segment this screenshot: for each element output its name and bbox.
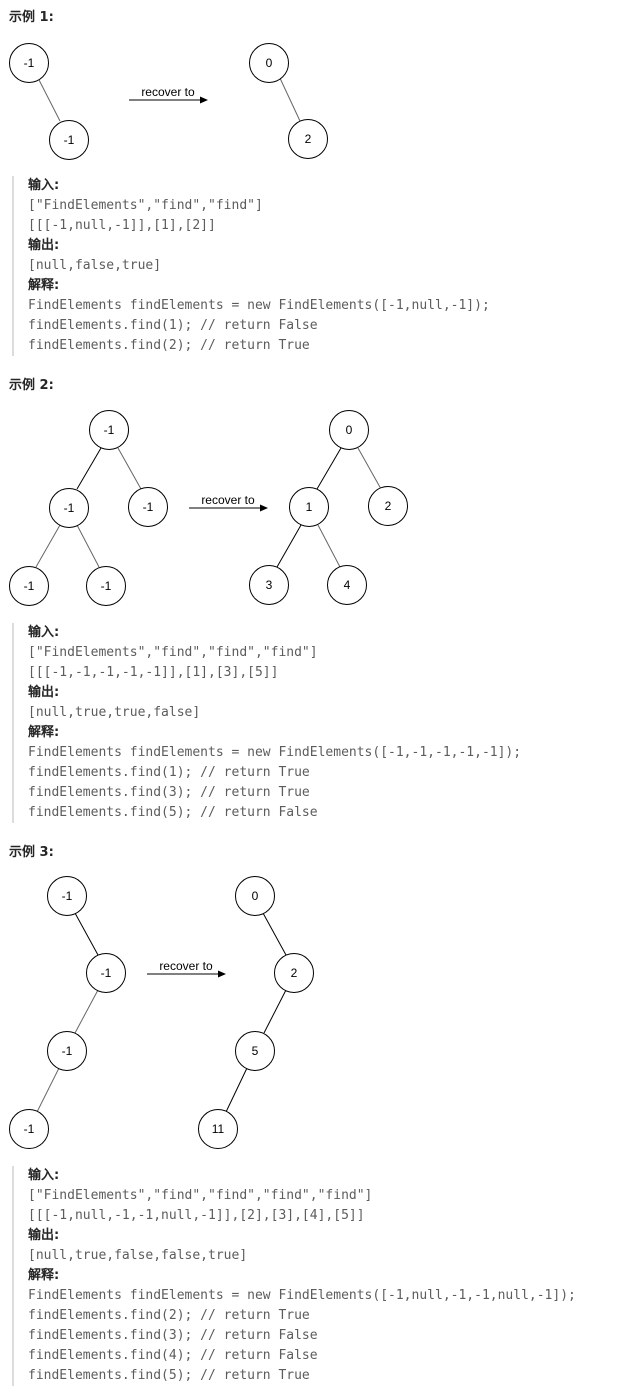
input-label: 输入:: [28, 625, 60, 640]
tree-node-label: 3: [266, 578, 273, 592]
input-label: 输入:: [28, 1168, 60, 1183]
explain-line: FindElements findElements = new FindElem…: [28, 298, 490, 313]
tree-node-label: -1: [62, 889, 73, 903]
explain-line: findElements.find(2); // return True: [28, 1308, 310, 1323]
explain-line: findElements.find(5); // return True: [28, 1368, 310, 1383]
input-line: ["FindElements","find","find","find"]: [28, 645, 318, 660]
explain-line: findElements.find(1); // return True: [28, 765, 310, 780]
output-line: [null,false,true]: [28, 258, 162, 273]
explain-label: 解释:: [28, 1268, 60, 1283]
tree-node-label: 0: [266, 56, 273, 70]
explain-label: 解释:: [28, 278, 60, 293]
tree-node-label: -1: [143, 500, 154, 514]
tree-node-label: 2: [385, 499, 392, 513]
example-3-heading: 示例 3:: [9, 845, 54, 860]
tree-node-label: 0: [346, 423, 353, 437]
explain-line: findElements.find(3); // return True: [28, 785, 310, 800]
input-line: [[[-1,-1,-1,-1,-1]],[1],[3],[5]]: [28, 665, 279, 680]
output-line: [null,true,true,false]: [28, 705, 201, 720]
tree-node-label: 0: [252, 889, 259, 903]
output-label: 输出:: [28, 685, 60, 700]
tree-node-label: 11: [212, 1122, 225, 1136]
explain-label: 解释:: [28, 725, 60, 740]
example-2-code-block: 输入: ["FindElements","find","find","find"…: [12, 623, 521, 823]
tree-node-label: -1: [64, 133, 75, 147]
example-2-heading: 示例 2:: [9, 378, 54, 393]
example-3-diagram: -1 -1 -1 -1 0 2 5 11 recover to: [9, 876, 314, 1149]
explain-line: findElements.find(3); // return False: [28, 1328, 318, 1343]
arrow-right-icon: [260, 504, 268, 512]
input-line: [[[-1,null,-1,-1,null,-1]],[2],[3],[4],[…: [28, 1208, 365, 1223]
tree-node-label: -1: [101, 579, 112, 593]
input-line: ["FindElements","find","find","find","fi…: [28, 1188, 373, 1203]
explain-line: FindElements findElements = new FindElem…: [28, 745, 522, 760]
input-line: ["FindElements","find","find"]: [28, 198, 263, 213]
explain-line: findElements.find(2); // return True: [28, 338, 310, 353]
recover-label: recover to: [159, 959, 213, 973]
recover-label: recover to: [201, 493, 255, 507]
example-1-diagram: -1 -1 0 2 recover to: [9, 43, 328, 160]
tree-node-label: -1: [64, 501, 75, 515]
tree-node-label: 1: [306, 500, 313, 514]
input-line: [[[-1,null,-1]],[1],[2]]: [28, 218, 216, 233]
tree-node-label: -1: [104, 423, 115, 437]
recover-label: recover to: [141, 85, 195, 99]
tree-node-label: 4: [344, 578, 351, 592]
output-line: [null,true,false,false,true]: [28, 1248, 248, 1263]
tree-node-label: -1: [62, 1044, 73, 1058]
tree-node-label: -1: [24, 1122, 35, 1136]
tree-node-label: -1: [24, 579, 35, 593]
tree-node-label: 2: [305, 132, 312, 146]
arrow-right-icon: [218, 970, 226, 978]
output-label: 输出:: [28, 1228, 60, 1243]
explain-line: findElements.find(5); // return False: [28, 805, 318, 820]
explain-line: FindElements findElements = new FindElem…: [28, 1288, 576, 1303]
explain-line: findElements.find(4); // return False: [28, 1348, 318, 1363]
tree-node-label: 2: [291, 966, 298, 980]
tree-node-label: -1: [24, 56, 35, 70]
input-label: 输入:: [28, 178, 60, 193]
tree-node-label: -1: [101, 966, 112, 980]
example-2-diagram: -1 -1 -1 -1 -1 0 1 2 3 4 recover to: [9, 410, 408, 606]
explain-line: findElements.find(1); // return False: [28, 318, 318, 333]
output-label: 输出:: [28, 238, 60, 253]
example-1-heading: 示例 1:: [9, 10, 54, 25]
example-1-code-block: 输入: ["FindElements","find","find"] [[[-1…: [12, 176, 490, 356]
tree-node-label: 5: [252, 1044, 259, 1058]
example-3-code-block: 输入: ["FindElements","find","find","find"…: [12, 1166, 576, 1386]
arrow-right-icon: [200, 96, 208, 104]
